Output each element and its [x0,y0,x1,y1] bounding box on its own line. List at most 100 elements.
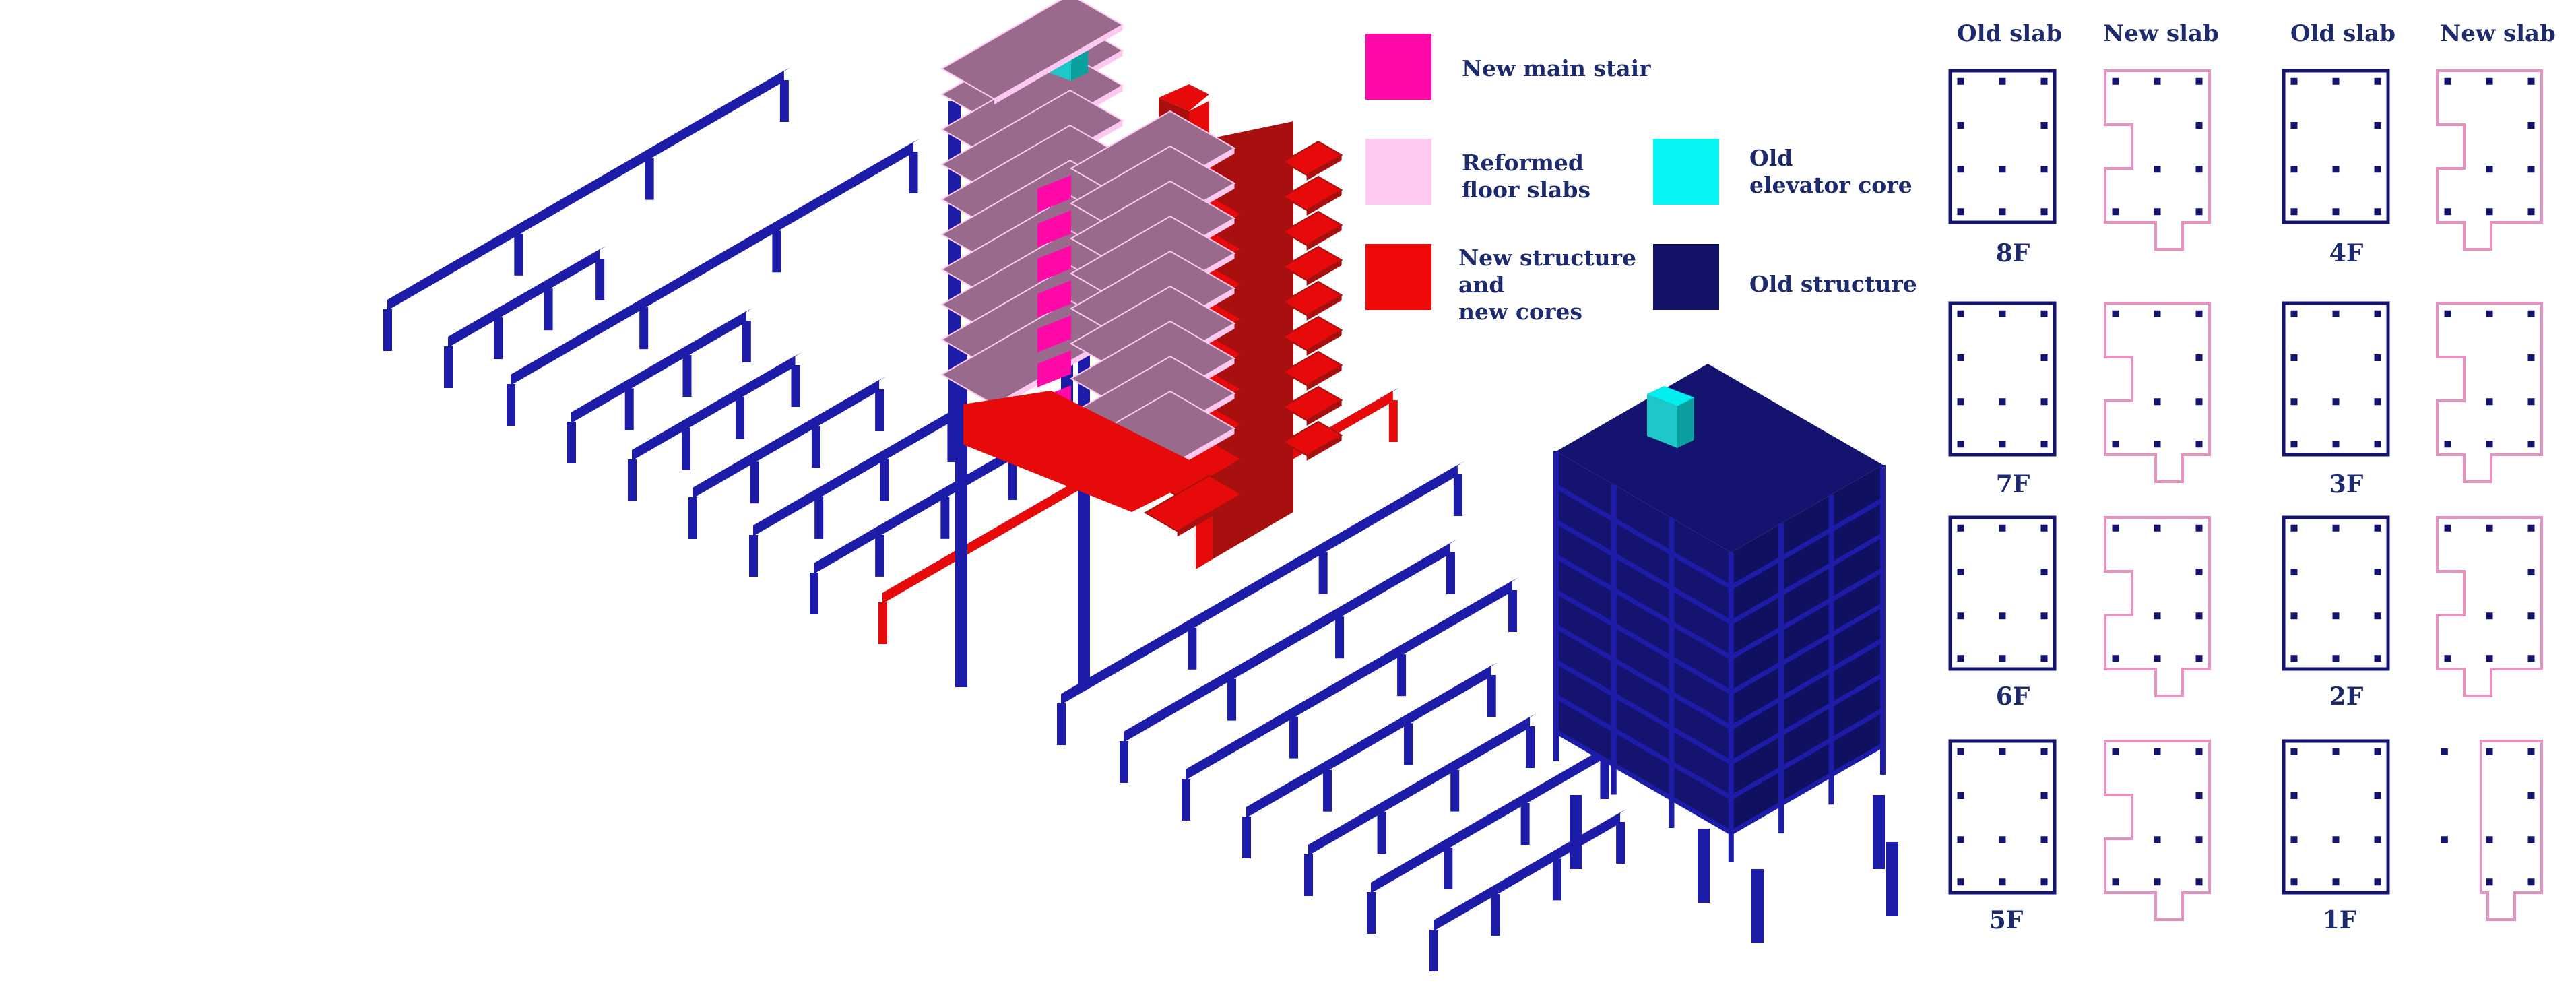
column-dot [2290,166,2298,173]
frame-beam-side [1308,717,1531,856]
column-dot [1957,398,1964,406]
frame-beam-side [693,380,880,499]
frame-beam-post [494,317,503,360]
old-slab-plan [1948,739,2057,895]
frame-beam-post [1318,552,1328,594]
column-dot [1999,208,2006,216]
frame-beam-post [1444,848,1453,889]
elevator-core-top [1647,386,1694,406]
new-stair-flight [1037,175,1071,212]
column-dot [2154,612,2161,620]
new-slab-plan [2436,69,2543,251]
frame-beam-post [628,459,637,501]
frame-beam-post [909,152,918,193]
column-dot [2374,748,2381,755]
frame-beam-post [1450,769,1460,812]
column-dot [2154,398,2161,406]
column-dot [2527,166,2535,173]
frame-beam-post [682,428,691,470]
column-dot [2195,655,2203,662]
column-dot [2154,655,2161,662]
elevator-core-side [1677,397,1694,448]
frame-beam-post [1508,590,1517,632]
column-dot [2112,748,2119,755]
column-dot [1999,836,2006,843]
column-dot [1957,878,1964,886]
old-column [1873,795,1885,869]
column-dot [2290,569,2298,575]
column-dot [2040,122,2048,129]
column-dot [2444,655,2451,662]
column-dot [1957,77,1964,85]
column-dot [1999,612,2006,620]
column-dot [2527,792,2535,799]
frame-beam-post [1008,458,1017,500]
new-balcony-slab-edge [1306,435,1342,461]
new-slab-plan [2104,740,2211,921]
new-balcony-slab-edge [1306,190,1342,216]
legend-swatch-old-elevator-core [1653,139,1719,205]
column-dot [2195,208,2203,216]
column-dot [2332,398,2340,406]
column-dot [2332,836,2340,843]
column-dot [2195,569,2203,575]
column-dot [2374,655,2381,662]
frame-beam-post [444,346,453,388]
new-core-wall [1213,121,1293,559]
frame-beam-post [1335,616,1345,659]
column-dot [2441,836,2448,843]
new-beam-post [1388,400,1398,442]
column-dot [2290,77,2298,85]
column-dot [2332,208,2340,216]
column-dot [1999,748,2006,755]
frame-beam-post [1616,822,1625,864]
frame-beam-post [639,307,649,350]
new-balcony-slab-edge [1177,494,1242,537]
column-dot [2486,77,2493,85]
column-dot [1957,792,1964,799]
legend-label-reformed-floor-slabs: Reformed floor slabs [1462,150,1591,203]
frame-beam-post [383,309,392,351]
old-column [1751,869,1764,943]
column-dot [2154,748,2161,755]
old-slab-outline [2282,301,2390,457]
column-dot [1999,441,2006,448]
column-dot [2374,441,2381,448]
column-dot [2290,836,2298,843]
column-dot [2154,208,2161,216]
frame-beam-side [511,142,913,385]
column-dot [1999,655,2006,662]
frame-beam-post [1227,678,1237,721]
frame-beam-post [1404,723,1413,765]
column-dot [1999,878,2006,886]
old-slab-plan [2282,69,2390,224]
column-dot [1999,398,2006,406]
column-dot [2040,612,2048,620]
frame-beam-post [1182,779,1190,821]
old-slab-outline [1948,739,2057,895]
column-dot [2290,792,2298,799]
column-dot [2444,441,2451,448]
column-dot [2332,878,2340,886]
column-dot [1957,310,1964,317]
column-dot [2040,166,2048,173]
new-base-slab [963,391,1213,512]
column-dot [2154,441,2161,448]
new-balcony-slab-edge [1306,365,1342,391]
column-dot [2290,441,2298,448]
column-dot [2527,836,2535,843]
column-dot [2486,166,2493,173]
column-dot [2040,354,2048,361]
floor-label: 6F [1995,682,2030,711]
frame-beam-post [682,355,692,397]
column-dot [2195,441,2203,448]
old-slab-outline [2282,69,2390,224]
legend-swatch-new-structure [1365,244,1431,310]
column-dot [2195,398,2203,406]
column-dot [2290,354,2298,361]
column-dot [1957,166,1964,173]
new-slab-outline [2104,69,2211,251]
frame-beam-post [1289,716,1299,759]
column-dot [1999,310,2006,317]
frame-beam-post [567,422,576,463]
